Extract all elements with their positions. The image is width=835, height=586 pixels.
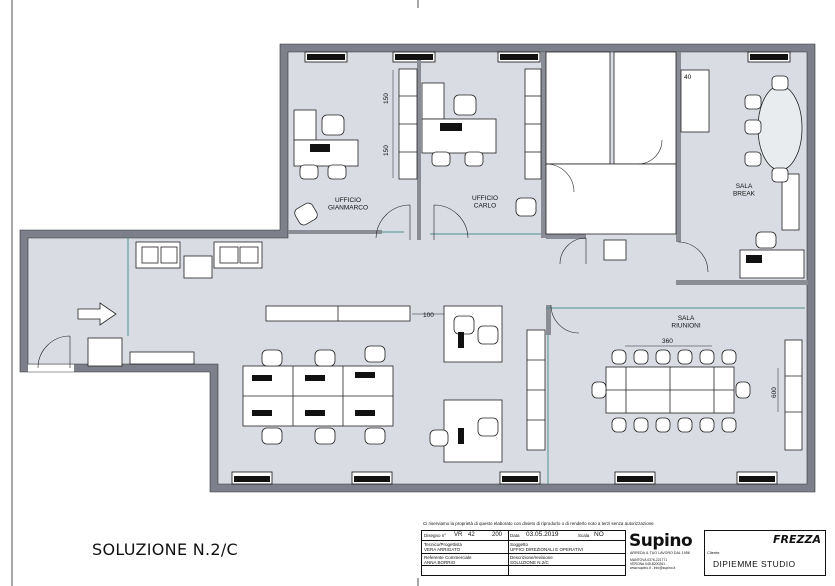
windows-top	[304, 51, 791, 63]
cliente-label: Cliente	[707, 550, 720, 555]
break-room-furniture	[680, 69, 805, 279]
shelving	[129, 68, 803, 451]
disegno-label: Disegno n°	[424, 533, 447, 538]
dimension-label: 100	[423, 312, 434, 319]
dimension-label: 150	[383, 145, 390, 156]
monitors	[252, 332, 464, 444]
closets	[545, 51, 677, 235]
glass-partitions	[127, 231, 805, 484]
exterior-walls	[20, 44, 815, 492]
client-name: DIPIEMME STUDIO	[713, 559, 796, 569]
lounge-furniture	[87, 239, 627, 367]
title-block: Ci riserviamo la proprietà di questo ela…	[421, 521, 828, 576]
client-box: FREZZA Cliente DIPIEMME STUDIO	[704, 530, 826, 576]
descrizione-label: Descrizione/revisione	[510, 555, 553, 560]
open-office-chairs	[261, 315, 499, 447]
monitor	[310, 144, 330, 152]
tecnico-value: VERA ARRIGATO	[424, 547, 461, 552]
drawing-scale: NO	[594, 531, 604, 538]
brand-logo: FREZZA	[773, 533, 821, 546]
tecnico-label: Tecnico/Progettista	[424, 542, 463, 547]
meeting-chairs	[591, 349, 751, 433]
company-tagline: ARREDA IL TUO LAVORO DAL 1956	[630, 551, 690, 555]
monitor	[746, 255, 762, 263]
disegno-code: VR	[454, 532, 463, 538]
descrizione-value: SOLUZIONE N.2/C	[510, 560, 549, 565]
dimension-label: 600	[771, 387, 778, 398]
referente-value: ANNA BORRIO	[424, 560, 456, 565]
scala-label: Scala	[578, 533, 590, 538]
disegno-number: 42	[468, 532, 475, 538]
dimension-label: 360	[662, 338, 673, 345]
soggetto-label: Soggetto	[510, 542, 529, 547]
drawing-date: 03.05.2019	[526, 531, 559, 538]
data-label: Data	[510, 533, 520, 538]
disegno-rev: 200	[492, 532, 503, 538]
soggetto-value: UFFICI DIREZIONALI E OPERATIVI	[510, 547, 584, 552]
dimension-lines	[392, 70, 779, 412]
dimension-label: 40	[684, 74, 692, 81]
company-address: MANTOVA 0376-221771 VERONA 045-8200261 w…	[630, 558, 676, 570]
company-logo: Supino	[629, 531, 693, 551]
windows-bottom	[231, 471, 778, 485]
interior-walls	[288, 52, 808, 335]
entrance-arrow-icon	[77, 302, 117, 326]
office-gianmarco-furniture	[293, 109, 359, 226]
title-block-grid: Disegno n° VR 42 200 Data 03.05.2019 Sca…	[421, 530, 626, 576]
closet-doors	[545, 139, 663, 193]
drawing-title: SOLUZIONE N.2/C	[92, 540, 239, 559]
meeting-table	[605, 366, 735, 414]
referente-label: Referente Commerciale	[424, 555, 472, 560]
monitor	[440, 123, 462, 131]
copyright-note: Ci riserviamo la proprietà di questo ela…	[423, 521, 654, 526]
dimension-label: 150	[383, 93, 390, 104]
doors	[37, 204, 709, 369]
